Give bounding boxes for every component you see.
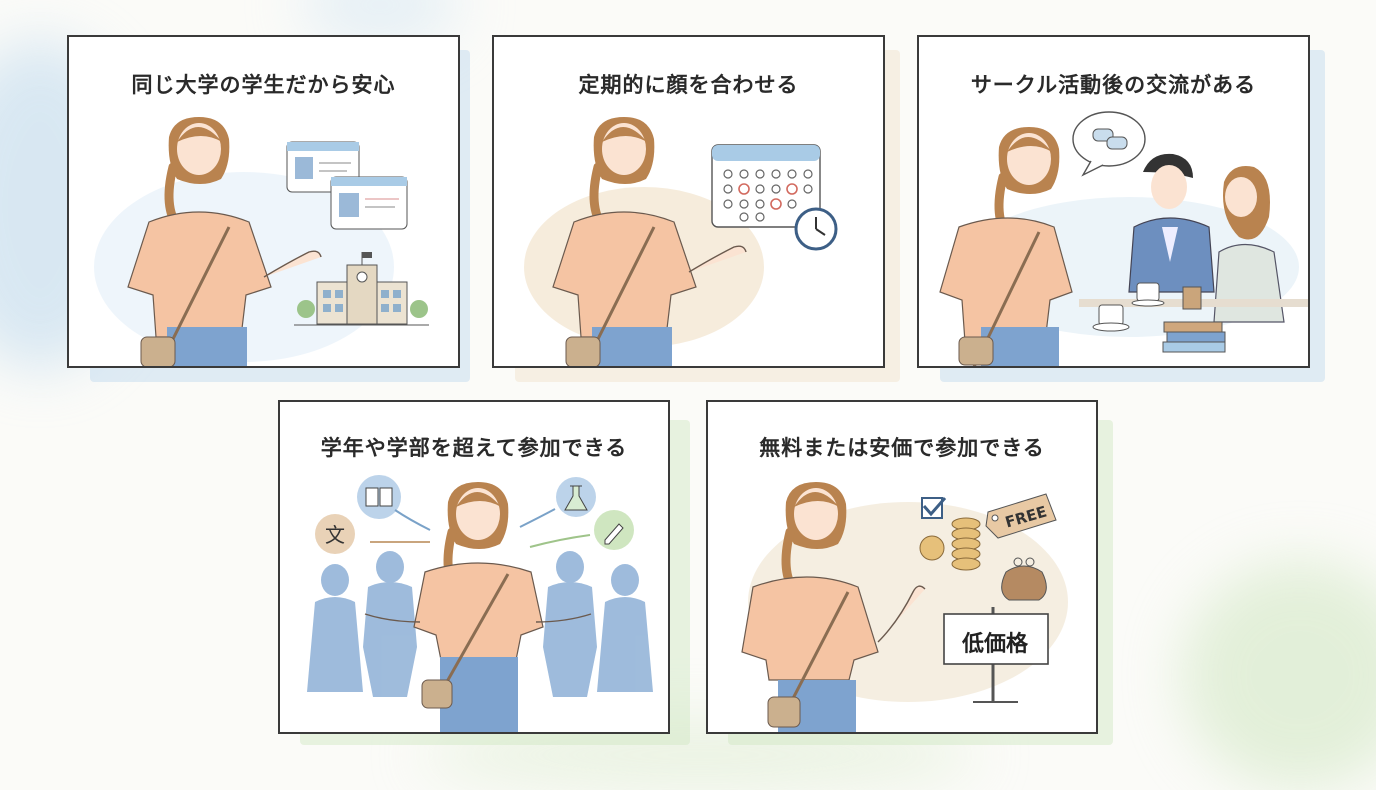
panel-title: 学年や学部を超えて参加できる xyxy=(320,436,628,460)
panel-same-university: 同じ大学の学生だから安心 xyxy=(67,35,460,368)
student-figure xyxy=(552,117,747,366)
panel-title: 定期的に顔を合わせる xyxy=(578,73,799,97)
book-icon xyxy=(357,475,401,519)
coffee-cup-icon xyxy=(1131,282,1165,307)
background-wash-green xyxy=(1180,560,1376,790)
student-figure xyxy=(127,117,322,366)
checkbox-icon xyxy=(921,497,947,519)
pencil-icon xyxy=(594,510,634,550)
takeout-cup-icon xyxy=(1182,286,1202,310)
student-figure xyxy=(741,482,926,732)
student-id-card-icon-2 xyxy=(330,176,408,230)
university-building-icon xyxy=(294,252,429,326)
panel-5-illustration: FREE xyxy=(741,482,1068,732)
panel-title: サークル活動後の交流がある xyxy=(970,73,1257,97)
panel-3-illustration xyxy=(939,111,1308,366)
female-student-figure xyxy=(1213,166,1285,323)
coffee-cup-icon xyxy=(1092,304,1130,332)
low-price-sign-text: 低価格 xyxy=(962,632,1029,657)
flask-icon xyxy=(556,477,596,517)
male-student-figure xyxy=(1128,153,1215,293)
subject-char: 文 xyxy=(325,523,345,547)
book-stack-icon xyxy=(1162,321,1226,353)
student-figure xyxy=(939,127,1073,366)
panel-title: 無料または安価で参加できる xyxy=(759,436,1045,460)
silhouette-people xyxy=(307,551,653,697)
panel-after-activity-social: サークル活動後の交流がある xyxy=(917,35,1310,368)
coin-purse-icon xyxy=(1001,557,1047,601)
calendar-icon xyxy=(711,144,821,228)
clock-icon xyxy=(794,207,838,251)
arrows xyxy=(370,508,591,548)
subject-kanji-icon: 文 xyxy=(315,514,355,554)
panel-title: 同じ大学の学生だから安心 xyxy=(131,73,396,97)
coin-stack-icon xyxy=(919,517,981,571)
panel-4-illustration: 文 xyxy=(307,475,653,732)
panel-free-or-cheap: 無料または安価で参加できる FREE xyxy=(706,400,1098,734)
panel-1-illustration xyxy=(94,117,429,366)
speech-bubble-icon xyxy=(1072,111,1146,177)
panel-regular-meetings: 定期的に顔を合わせる xyxy=(492,35,885,368)
student-figure xyxy=(364,482,592,732)
panel-2-illustration xyxy=(524,117,838,366)
low-price-sign xyxy=(943,607,1049,703)
panel-cross-grade-faculty: 学年や学部を超えて参加できる 文 xyxy=(278,400,670,734)
